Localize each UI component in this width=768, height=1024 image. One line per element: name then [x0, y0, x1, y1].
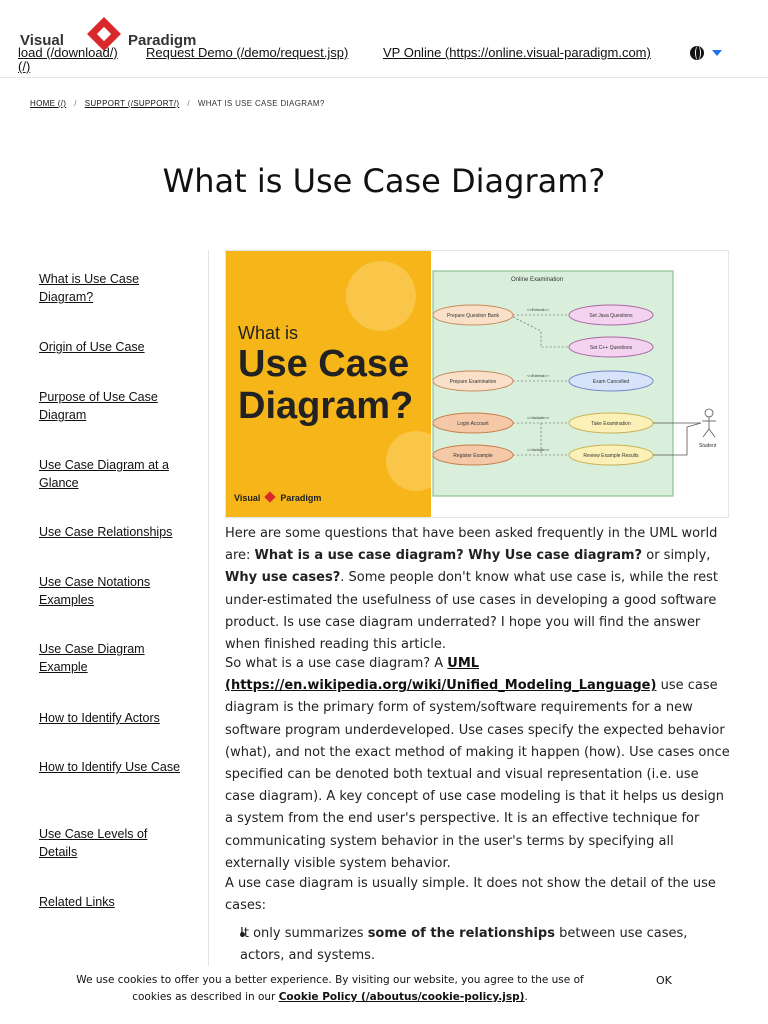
list-item-text: It only summarizes some of the relations…: [240, 923, 720, 967]
cookie-text: We use cookies to offer you a better exp…: [76, 974, 584, 1003]
uc-label: Exam Cancelled: [593, 379, 630, 385]
sidebar-item-related-links[interactable]: Related Links: [39, 895, 115, 909]
cookie-message: We use cookies to offer you a better exp…: [60, 972, 600, 1006]
cookie-ok-button[interactable]: OK: [656, 974, 672, 987]
uc-label: Set C++ Questions: [590, 345, 633, 351]
nav-home-link[interactable]: (/): [18, 59, 31, 74]
hero-headline-line1: Use Case: [238, 343, 410, 385]
bullet-icon: [240, 932, 245, 937]
uc-exam-cancelled: [568, 370, 654, 392]
sidebar-item-notations[interactable]: Use Case Notations Examples: [39, 575, 151, 607]
actor-label: Student: [699, 443, 717, 449]
logo-diamond-icon: [264, 491, 277, 503]
hero-headline: Use Case Diagram?: [238, 343, 413, 427]
uc-label: Set Java Questions: [589, 313, 633, 319]
breadcrumb-home[interactable]: HOME (/): [30, 99, 67, 108]
lightbulb-icon: [346, 261, 416, 331]
hero-brand-word1: Visual: [234, 493, 261, 503]
include-label: <<Include>>: [527, 447, 550, 452]
sidebar-item-example[interactable]: Use Case Diagram Example: [39, 642, 145, 674]
text-span: So what is a use case diagram? A: [225, 656, 448, 671]
hero-banner: What is Use Case Diagram? Visual Paradigm: [226, 251, 446, 517]
cookie-text-end: .: [524, 991, 528, 1003]
breadcrumb-current: WHAT IS USE CASE DIAGRAM?: [197, 99, 325, 108]
text-span: . Some people don't know what use case i…: [225, 570, 718, 653]
chevron-down-icon[interactable]: [712, 50, 722, 56]
hero-image: What is Use Case Diagram? Visual Paradigm…: [225, 250, 729, 518]
sidebar-divider: [208, 250, 209, 1010]
site-header: Visual Paradigm load (/download/) Reques…: [0, 0, 768, 78]
globe-icon[interactable]: [690, 46, 704, 60]
text-span: use case diagram is the primary form of …: [225, 678, 730, 871]
include-label: <<Include>>: [527, 415, 550, 420]
text-span: between use cases, actors, and systems.: [240, 926, 688, 964]
hero-brand-word2: Paradigm: [280, 493, 322, 503]
sidebar-item-levels[interactable]: Use Case Levels of Details: [39, 827, 148, 859]
sidebar-item-origin[interactable]: Origin of Use Case: [39, 340, 145, 354]
logo-word-visual: Visual: [20, 32, 64, 49]
sidebar-item-identify-use-case[interactable]: How to Identify Use Case: [39, 760, 181, 774]
relationship-lines: [512, 314, 569, 456]
use-case-diagram-svg: Online Examination Prepare Question Bank…: [432, 270, 717, 497]
simple-paragraph: A use case diagram is usually simple. It…: [225, 876, 716, 914]
page-title: What is Use Case Diagram?: [162, 162, 606, 200]
hero-headline-line2: Diagram?: [238, 385, 414, 427]
uc-set-java: [568, 304, 654, 326]
cookie-banner: We use cookies to offer you a better exp…: [0, 966, 768, 1010]
sidebar-item-relationships[interactable]: Use Case Relationships: [39, 525, 173, 539]
uc-label: Take Examination: [591, 421, 631, 427]
uc-label: Prepare Examination: [450, 379, 497, 385]
use-case-diagram-preview: Online Examination Prepare Question Bank…: [431, 251, 728, 517]
uc-set-cpp: [568, 336, 654, 358]
text-span: It only summarizes: [240, 926, 368, 941]
bold-question-1: What is a use case diagram? Why Use case…: [254, 548, 643, 564]
uc-label: Register Example: [453, 453, 493, 459]
extend-label: <<Extend>>: [527, 373, 549, 378]
system-name: Online Examination: [511, 277, 563, 283]
text-span: or simply,: [642, 548, 711, 564]
actor-student-icon: [653, 408, 716, 456]
nav-vp-online-link[interactable]: VP Online (https://online.visual-paradig…: [383, 45, 651, 60]
sidebar-item-what-is[interactable]: What is Use Case Diagram?: [39, 272, 140, 304]
breadcrumb-support[interactable]: SUPPORT (/SUPPORT/): [84, 99, 180, 108]
hero-brand: Visual Paradigm: [234, 491, 322, 503]
sidebar-item-purpose[interactable]: Purpose of Use Case Diagram: [39, 390, 158, 422]
bold-question-2: Why use cases?: [225, 570, 341, 586]
breadcrumb: HOME (/)/SUPPORT (/SUPPORT/)/WHAT IS USE…: [30, 99, 325, 108]
sidebar-item-identify-actors[interactable]: How to Identify Actors: [39, 711, 160, 725]
cookie-policy-link[interactable]: Cookie Policy (/aboutus/cookie-policy.js…: [278, 991, 525, 1003]
nav-download-link[interactable]: load (/download/): [18, 45, 118, 60]
nav-request-demo-link[interactable]: Request Demo (/demo/request.jsp): [146, 45, 349, 60]
uml-wikipedia-link[interactable]: UML (https://en.wikipedia.org/wiki/Unifi…: [225, 656, 657, 694]
sidebar-item-at-a-glance[interactable]: Use Case Diagram at a Glance: [39, 458, 169, 490]
uc-label: Review Example Results: [583, 453, 639, 459]
logo-word-paradigm: Paradigm: [128, 32, 197, 49]
hero-what-is: What is: [238, 323, 299, 343]
text-span: Here are some questions that have been a…: [225, 526, 718, 564]
extend-label: <<Extend>>: [527, 307, 549, 312]
uc-label: Prepare Question Bank: [447, 313, 499, 319]
intro-paragraph: Here are some questions that have been a…: [225, 523, 730, 656]
bold-text: some of the relationships: [367, 926, 555, 941]
uc-label: Login Account: [457, 421, 489, 427]
definition-paragraph: So what is a use case diagram? A UML (ht…: [225, 653, 730, 875]
